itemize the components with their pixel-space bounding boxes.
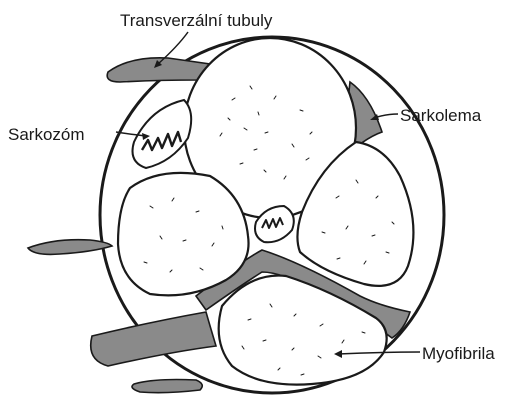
external-tubule-middle (28, 240, 112, 255)
myofibril-left (118, 173, 249, 296)
label-myofibril: Myofibrila (422, 344, 495, 363)
label-transverse-tubules: Transverzální tubuly (120, 11, 273, 30)
label-sarcosome: Sarkozóm (8, 125, 85, 144)
external-tubule-bottom (132, 380, 202, 393)
external-tubule-top (107, 58, 210, 82)
label-sarcolemma: Sarkolema (400, 106, 482, 125)
